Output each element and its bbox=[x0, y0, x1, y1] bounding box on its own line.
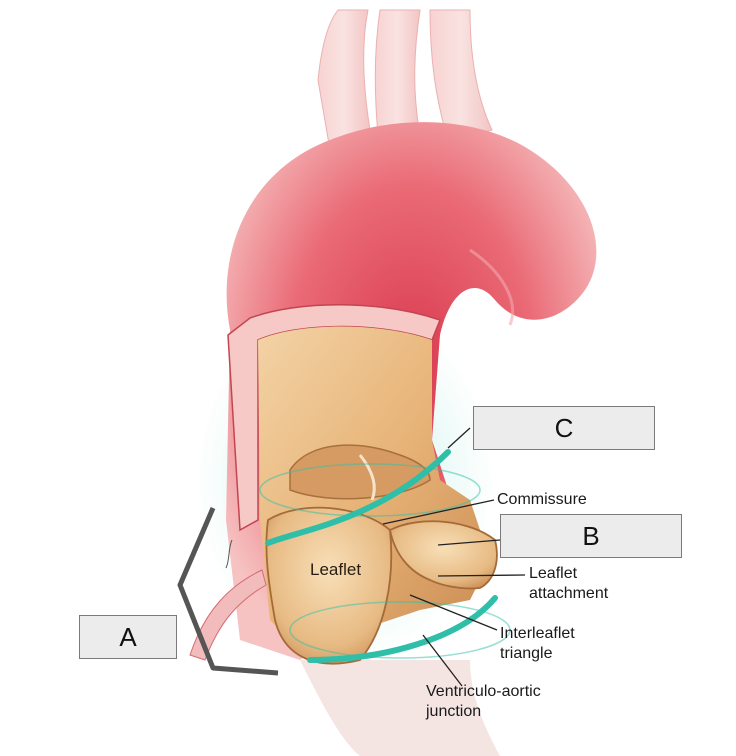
leaflet-attachment-label: Leaflet attachment bbox=[529, 564, 608, 604]
supra-aortic-vessels bbox=[317, 9, 493, 151]
interleaflet-triangle-label: Interleaflet triangle bbox=[500, 624, 575, 664]
label-box-b: B bbox=[500, 514, 682, 558]
pointer-lines bbox=[382, 427, 526, 687]
coronary-artery bbox=[189, 569, 267, 661]
leaflet-attachment-line-2: attachment bbox=[529, 585, 609, 602]
label-box-a: A bbox=[79, 615, 177, 659]
commissure-label: Commissure bbox=[497, 491, 587, 508]
ventriculo-aortic-line-1: Ventriculo-aortic bbox=[426, 683, 541, 700]
leaflet-attachment-line-1: Leaflet bbox=[529, 565, 578, 582]
label-box-c: C bbox=[473, 406, 655, 450]
bracket-a bbox=[177, 507, 279, 676]
ventricular-outflow bbox=[300, 660, 500, 756]
artist-signature bbox=[225, 539, 233, 569]
interleaflet-triangle-line-2: triangle bbox=[500, 645, 553, 662]
valve-leaflets bbox=[265, 444, 498, 665]
ventriculo-aortic-line-2: junction bbox=[426, 703, 482, 720]
ventriculo-aortic-junction-label: Ventriculo-aortic junction bbox=[426, 682, 541, 722]
interleaflet-triangle-line-1: Interleaflet bbox=[500, 625, 575, 642]
anatomic-rings bbox=[259, 449, 511, 663]
leaflet-label: Leaflet bbox=[310, 560, 362, 579]
